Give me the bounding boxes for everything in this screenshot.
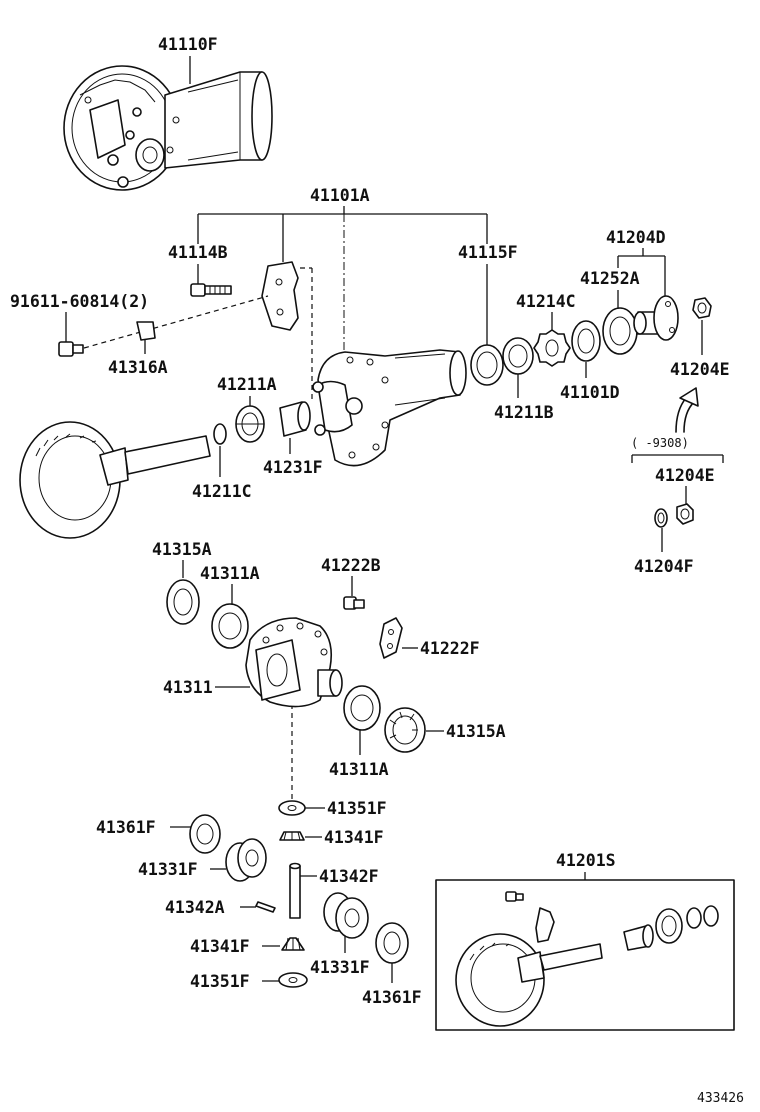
label-41114B: 41114B: [168, 243, 228, 262]
spacer-41231F: [279, 401, 311, 437]
label-41316A: 41316A: [108, 358, 168, 377]
label-41222B: 41222B: [321, 556, 381, 575]
label-41351F-bottom: 41351F: [190, 972, 250, 991]
bearing-41311A-top: [211, 603, 249, 649]
label-91611-60814: 91611-60814(2): [10, 292, 149, 311]
pin-41342A: [255, 901, 276, 913]
bolt-41222B: [343, 596, 365, 610]
label-41204F: 41204F: [634, 557, 694, 576]
label-41214C: 41214C: [516, 292, 576, 311]
label-41252A: 41252A: [580, 269, 640, 288]
bolt-91611-60814: [58, 341, 84, 357]
bearing-41311A-bottom: [343, 685, 381, 731]
label-41311: 41311: [163, 678, 213, 697]
diff-case-41311: [245, 617, 343, 708]
bearing-race-41315A-top: [166, 579, 200, 625]
washer-41214C: [533, 329, 571, 367]
label-41342A: 41342A: [165, 898, 225, 917]
bearing-41211B: [502, 337, 534, 375]
washer-41211C: [213, 423, 227, 445]
label-41115F: 41115F: [458, 243, 518, 262]
label-41351F-top: 41351F: [327, 799, 387, 818]
label-41222F: 41222F: [420, 639, 480, 658]
label-41331F-bottom: 41331F: [310, 958, 370, 977]
bearing-cap-41101A: [261, 261, 299, 331]
pinion-shaft-41342F: [289, 862, 301, 919]
label-41341F-top: 41341F: [324, 828, 384, 847]
label-41211A: 41211A: [217, 375, 277, 394]
bearing-41211A: [235, 405, 265, 443]
label-41311A-bottom: 41311A: [329, 760, 389, 779]
label-41231F: 41231F: [263, 458, 323, 477]
label-41315A-top: 41315A: [152, 540, 212, 559]
label-41331F-left: 41331F: [138, 860, 198, 879]
housing-41101A: [312, 349, 467, 467]
nut-41204E-top: [692, 297, 712, 319]
bolt-41114B: [190, 283, 232, 297]
label-41342F: 41342F: [319, 867, 379, 886]
washer-41204F: [654, 508, 668, 528]
side-gear-41331F-left: [225, 838, 267, 882]
label-41201S: 41201S: [556, 851, 616, 870]
label-41361F-left: 41361F: [96, 818, 156, 837]
side-gear-41331F-bottom: [323, 892, 369, 939]
label-41204E-top: 41204E: [670, 360, 730, 379]
flange-41204D: [633, 295, 679, 341]
label-41204E-bottom: 41204E: [655, 466, 715, 485]
washer-41351F-top: [278, 800, 306, 816]
label-41315A-bottom: 41315A: [446, 722, 506, 741]
kit-box-41201S: [435, 879, 735, 1031]
thrust-washer-41361F-left: [189, 814, 221, 854]
label-41361F-right: 41361F: [362, 988, 422, 1007]
label-41204D: 41204D: [606, 228, 666, 247]
label-41211B: 41211B: [494, 403, 554, 422]
carrier-assembly-41110F: [63, 65, 273, 191]
washer-41351F-bottom: [278, 972, 308, 988]
ring-gear-pinion: [19, 421, 211, 539]
oil-seal-41115F: [470, 344, 504, 386]
lock-plate-41222F: [379, 617, 403, 659]
label-41311A-top: 41311A: [200, 564, 260, 583]
label-41101A: 41101A: [310, 186, 370, 205]
thrust-washer-41361F-right: [375, 922, 409, 964]
label-41110F: 41110F: [158, 35, 218, 54]
label-41101D: 41101D: [560, 383, 620, 402]
lock-plate-41316A: [136, 321, 156, 341]
arrow-up-icon: [675, 387, 699, 433]
nut-41204E-bottom: [676, 503, 694, 525]
bearing-race-41315A-bottom: [384, 707, 426, 753]
label-41211C: 41211C: [192, 482, 252, 501]
bearing-41101D: [571, 320, 601, 362]
pinion-gear-41341F-bottom: [281, 937, 305, 951]
oil-seal-41252A: [602, 307, 638, 355]
pinion-gear-41341F-top: [279, 831, 305, 841]
diagram-code: 433426: [697, 1091, 744, 1106]
label-41341F-bottom: 41341F: [190, 937, 250, 956]
label-9308: ( -9308): [631, 436, 689, 450]
